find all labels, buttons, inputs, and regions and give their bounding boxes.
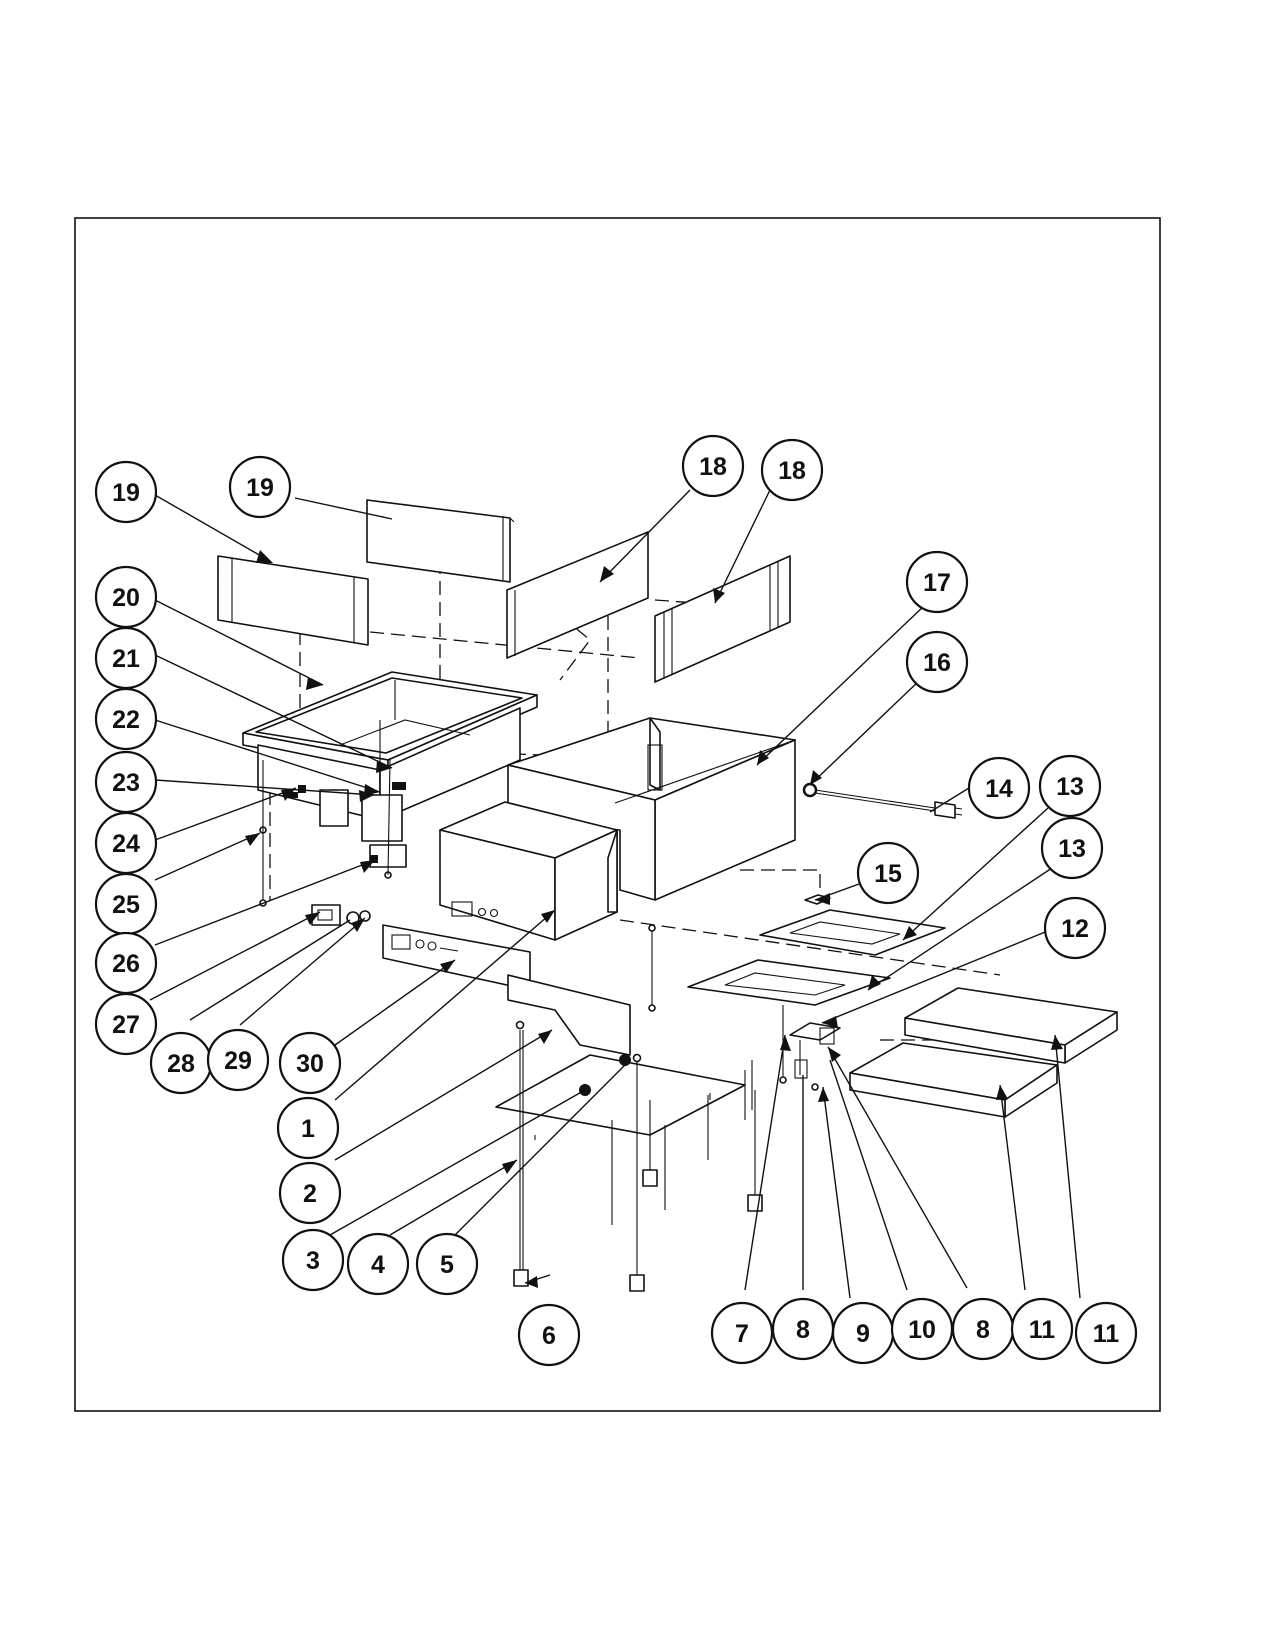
callout-10: 10 (890, 1297, 954, 1361)
callout-8a: 8 (771, 1297, 835, 1361)
callout-29-label: 29 (224, 1047, 252, 1075)
panel-19-left (217, 555, 369, 646)
cord-14 (814, 789, 963, 819)
callout-20: 20 (94, 565, 158, 629)
callout-15: 15 (856, 841, 920, 905)
callout-1: 1 (276, 1096, 340, 1160)
left-components (259, 720, 407, 926)
callout-16-label: 16 (923, 649, 951, 677)
callout-19a: 19 (94, 460, 158, 524)
callout-11b: 11 (1074, 1301, 1138, 1365)
callout-20-label: 20 (112, 584, 140, 612)
callout-6: 6 (517, 1303, 581, 1367)
gasket-13-lower (687, 959, 891, 1006)
control-box (439, 801, 618, 941)
callout-12: 12 (1043, 896, 1107, 960)
callout-21: 21 (94, 626, 158, 690)
callout-23: 23 (94, 750, 158, 814)
callout-18b: 18 (760, 438, 824, 502)
callout-10-label: 10 (908, 1316, 936, 1344)
feet-fasteners (513, 924, 819, 1292)
panel-18-left (506, 531, 649, 659)
callout-18b-label: 18 (778, 457, 806, 485)
panel-11-lower (849, 1042, 1058, 1118)
callout-5: 5 (415, 1232, 479, 1296)
panel-19-right (366, 499, 515, 583)
callout-17: 17 (905, 550, 969, 614)
callout-14: 14 (967, 756, 1031, 820)
callout-25-label: 25 (112, 891, 140, 919)
callout-2: 2 (278, 1161, 342, 1225)
panel-18-right (654, 555, 791, 683)
callout-22-label: 22 (112, 706, 140, 734)
callout-14-label: 14 (985, 775, 1013, 803)
callout-12-label: 12 (1061, 915, 1089, 943)
grommet-16 (802, 782, 818, 798)
callout-2-label: 2 (303, 1180, 317, 1208)
callout-7: 7 (710, 1301, 774, 1365)
callout-19b-label: 19 (246, 474, 274, 502)
callout-4: 4 (346, 1232, 410, 1296)
callout-27: 27 (94, 992, 158, 1056)
callout-18a: 18 (681, 434, 745, 498)
panel-11-upper (904, 987, 1118, 1064)
callout-9: 9 (831, 1301, 895, 1365)
callout-25: 25 (94, 872, 158, 936)
bracket-1 (507, 974, 631, 1056)
callouts: 1 2 3 4 5 6 7 8 9 10 8 11 11 12 13 13 14… (94, 434, 1138, 1367)
callout-3-label: 3 (306, 1247, 320, 1275)
callout-21-label: 21 (112, 645, 140, 673)
housing-17 (507, 717, 796, 901)
callout-13a: 13 (1038, 754, 1102, 818)
callout-5-label: 5 (440, 1251, 454, 1279)
callout-8b-label: 8 (976, 1316, 990, 1344)
callout-26: 26 (94, 931, 158, 995)
arrowheads (245, 550, 1063, 1288)
callout-4-label: 4 (371, 1251, 385, 1279)
callout-24: 24 (94, 811, 158, 875)
callout-15-label: 15 (874, 860, 902, 888)
callout-13a-label: 13 (1056, 773, 1084, 801)
callout-24-label: 24 (112, 830, 140, 858)
callout-26-label: 26 (112, 950, 140, 978)
callout-30: 30 (278, 1031, 342, 1095)
callout-17-label: 17 (923, 569, 951, 597)
callout-11b-label: 11 (1093, 1320, 1120, 1348)
callout-19a-label: 19 (112, 479, 140, 507)
callout-27-label: 27 (112, 1011, 140, 1039)
callout-29: 29 (206, 1028, 270, 1092)
gasket-13-upper (759, 909, 946, 956)
callout-11a-label: 11 (1029, 1316, 1056, 1344)
callout-28: 28 (149, 1031, 213, 1095)
callout-8b: 8 (951, 1297, 1015, 1361)
bracket-12 (789, 1022, 841, 1079)
callout-6-label: 6 (542, 1322, 556, 1350)
callout-1-label: 1 (301, 1115, 315, 1143)
callout-7-label: 7 (735, 1320, 749, 1348)
callout-18a-label: 18 (699, 453, 727, 481)
callout-16: 16 (905, 630, 969, 694)
drawing-frame (74, 217, 1161, 1412)
callout-22: 22 (94, 687, 158, 751)
leader-lines (149, 489, 1081, 1299)
callout-13b-label: 13 (1058, 835, 1086, 863)
callout-28-label: 28 (167, 1050, 195, 1078)
callout-30-label: 30 (296, 1050, 324, 1078)
callout-19b: 19 (228, 455, 292, 519)
callout-13b: 13 (1040, 816, 1104, 880)
callout-8a-label: 8 (796, 1316, 810, 1344)
callout-11a: 11 (1010, 1297, 1074, 1361)
callout-9-label: 9 (856, 1320, 870, 1348)
callout-3: 3 (281, 1228, 345, 1292)
callout-23-label: 23 (112, 769, 140, 797)
